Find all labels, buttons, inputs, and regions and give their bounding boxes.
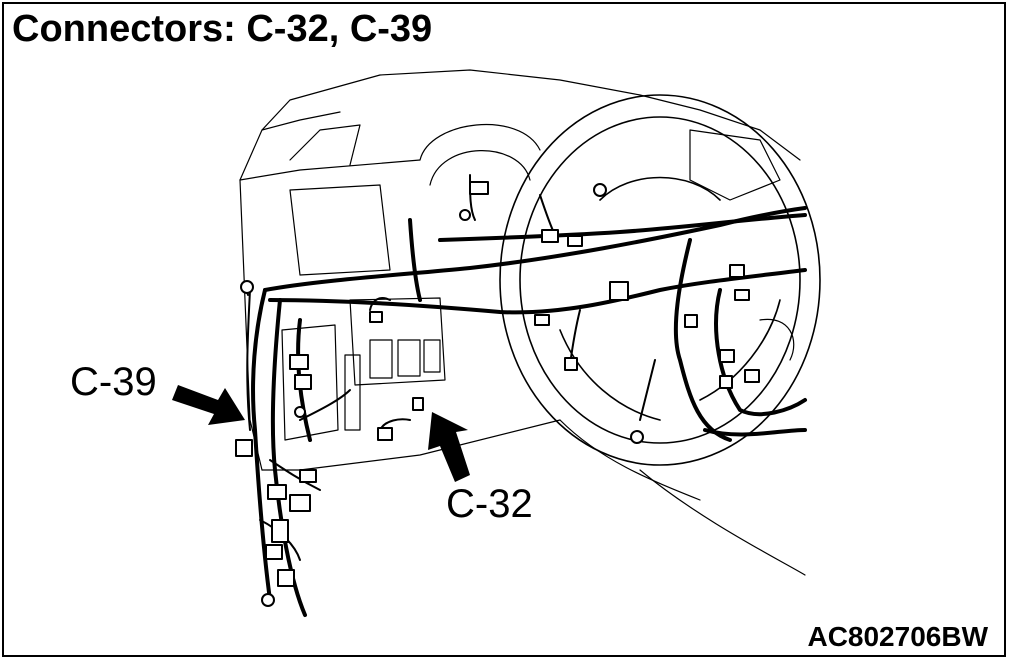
diagram-title: Connectors: C-32, C-39 [12, 8, 433, 50]
steering-wheel [499, 94, 821, 466]
reference-code: AC802706BW [807, 621, 988, 652]
callout-label-c32: C-32 [446, 482, 533, 526]
connector-blocks [235, 181, 760, 607]
callout-arrow-c32 [428, 412, 470, 482]
dashboard-outline [239, 69, 806, 576]
callout-arrow-c39 [172, 385, 245, 425]
wiring-harness [251, 206, 807, 617]
callout-label-c39: C-39 [70, 360, 157, 404]
